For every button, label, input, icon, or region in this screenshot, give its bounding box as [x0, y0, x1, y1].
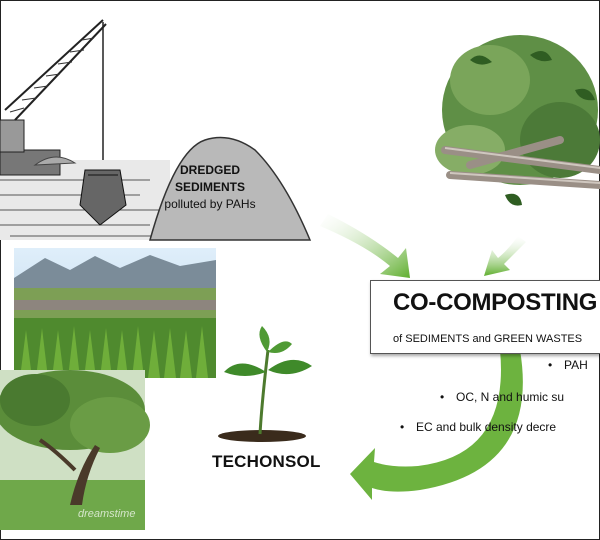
bullet-text: OC, N and humic su	[456, 390, 565, 404]
technosol-label: TECHONSOL	[212, 452, 321, 471]
co-composting-box: CO-COMPOSTING of SEDIMENTS and GREEN WAS…	[370, 280, 600, 354]
dredged-line-2: SEDIMENTS	[174, 180, 245, 194]
green-waste-illustration	[435, 35, 600, 206]
dredged-line-3: polluted by PAHs	[164, 197, 256, 211]
bullet-text: EC and bulk density decre	[416, 420, 557, 434]
tree-photo	[0, 370, 150, 530]
nursery-photo	[14, 248, 216, 378]
bullet-item: •PAH	[548, 358, 588, 372]
bullet-item: •OC, N and humic su	[440, 390, 565, 404]
co-composting-title: CO-COMPOSTING	[393, 289, 598, 316]
dredged-line-1: DREDGED	[179, 163, 240, 177]
dredger-illustration	[0, 19, 170, 240]
co-composting-subtitle: of SEDIMENTS and GREEN WASTES	[393, 333, 583, 345]
seedling-illustration	[218, 326, 312, 442]
arrow-composting-to-technosol	[350, 350, 523, 500]
bullet-item: •EC and bulk density decre	[400, 420, 557, 434]
bullet-text: PAH	[564, 358, 588, 372]
arrow-sediments-to-composting	[320, 214, 410, 278]
arrow-greenwaste-to-composting	[484, 236, 526, 276]
watermark: dreamstime	[78, 508, 136, 520]
dredged-sediments-label: DREDGED SEDIMENTS polluted by PAHs	[150, 162, 270, 213]
sediment-pile	[149, 136, 312, 241]
